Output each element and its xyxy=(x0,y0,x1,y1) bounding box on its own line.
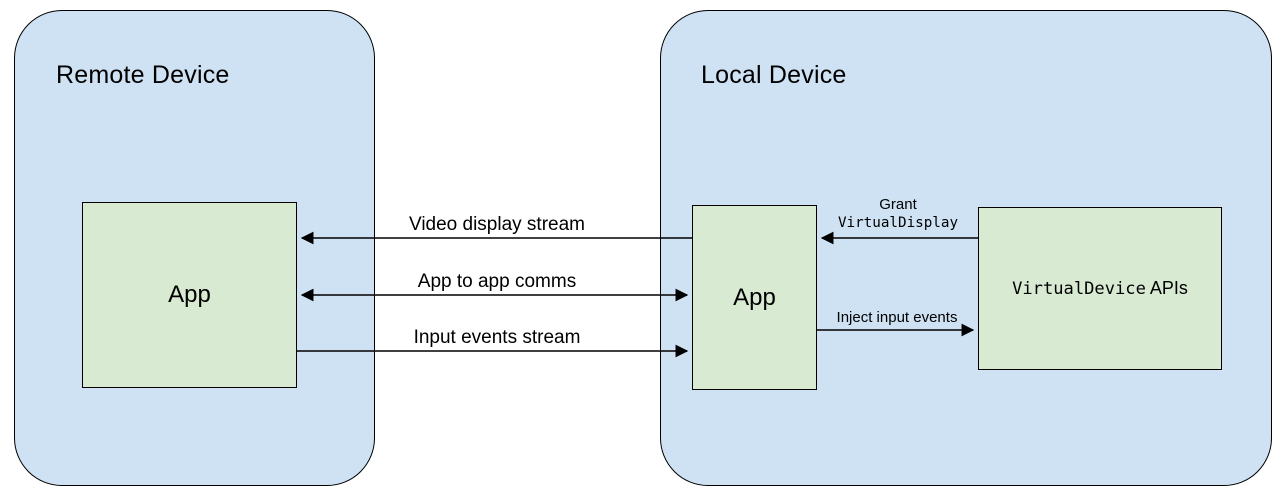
video-display-stream-label: Video display stream xyxy=(408,214,586,235)
app-to-app-comms-label: App to app comms xyxy=(417,271,577,292)
grant-virtualdisplay-label: Grant VirtualDisplay xyxy=(812,195,984,233)
grant-virtualdisplay-label-line1: Grant xyxy=(879,196,917,213)
remote-device-title: Remote Device xyxy=(56,61,230,89)
local-device-title: Local Device xyxy=(701,61,847,89)
virtualdevice-apis-box: VirtualDevice APIs xyxy=(978,207,1222,370)
remote-app-box: App xyxy=(82,202,297,388)
grant-virtualdisplay-label-line2: VirtualDisplay xyxy=(837,215,959,231)
local-app-box: App xyxy=(692,205,817,390)
virtualdevice-apis-label-mono: VirtualDevice xyxy=(1012,279,1146,299)
virtualdevice-apis-label: VirtualDevice APIs xyxy=(1012,278,1188,299)
remote-app-label: App xyxy=(168,281,211,308)
input-events-stream-label: Input events stream xyxy=(413,327,581,348)
local-app-label: App xyxy=(733,283,776,311)
inject-input-events-label: Inject input events xyxy=(836,309,958,326)
virtualdevice-apis-label-rest: APIs xyxy=(1145,278,1188,298)
